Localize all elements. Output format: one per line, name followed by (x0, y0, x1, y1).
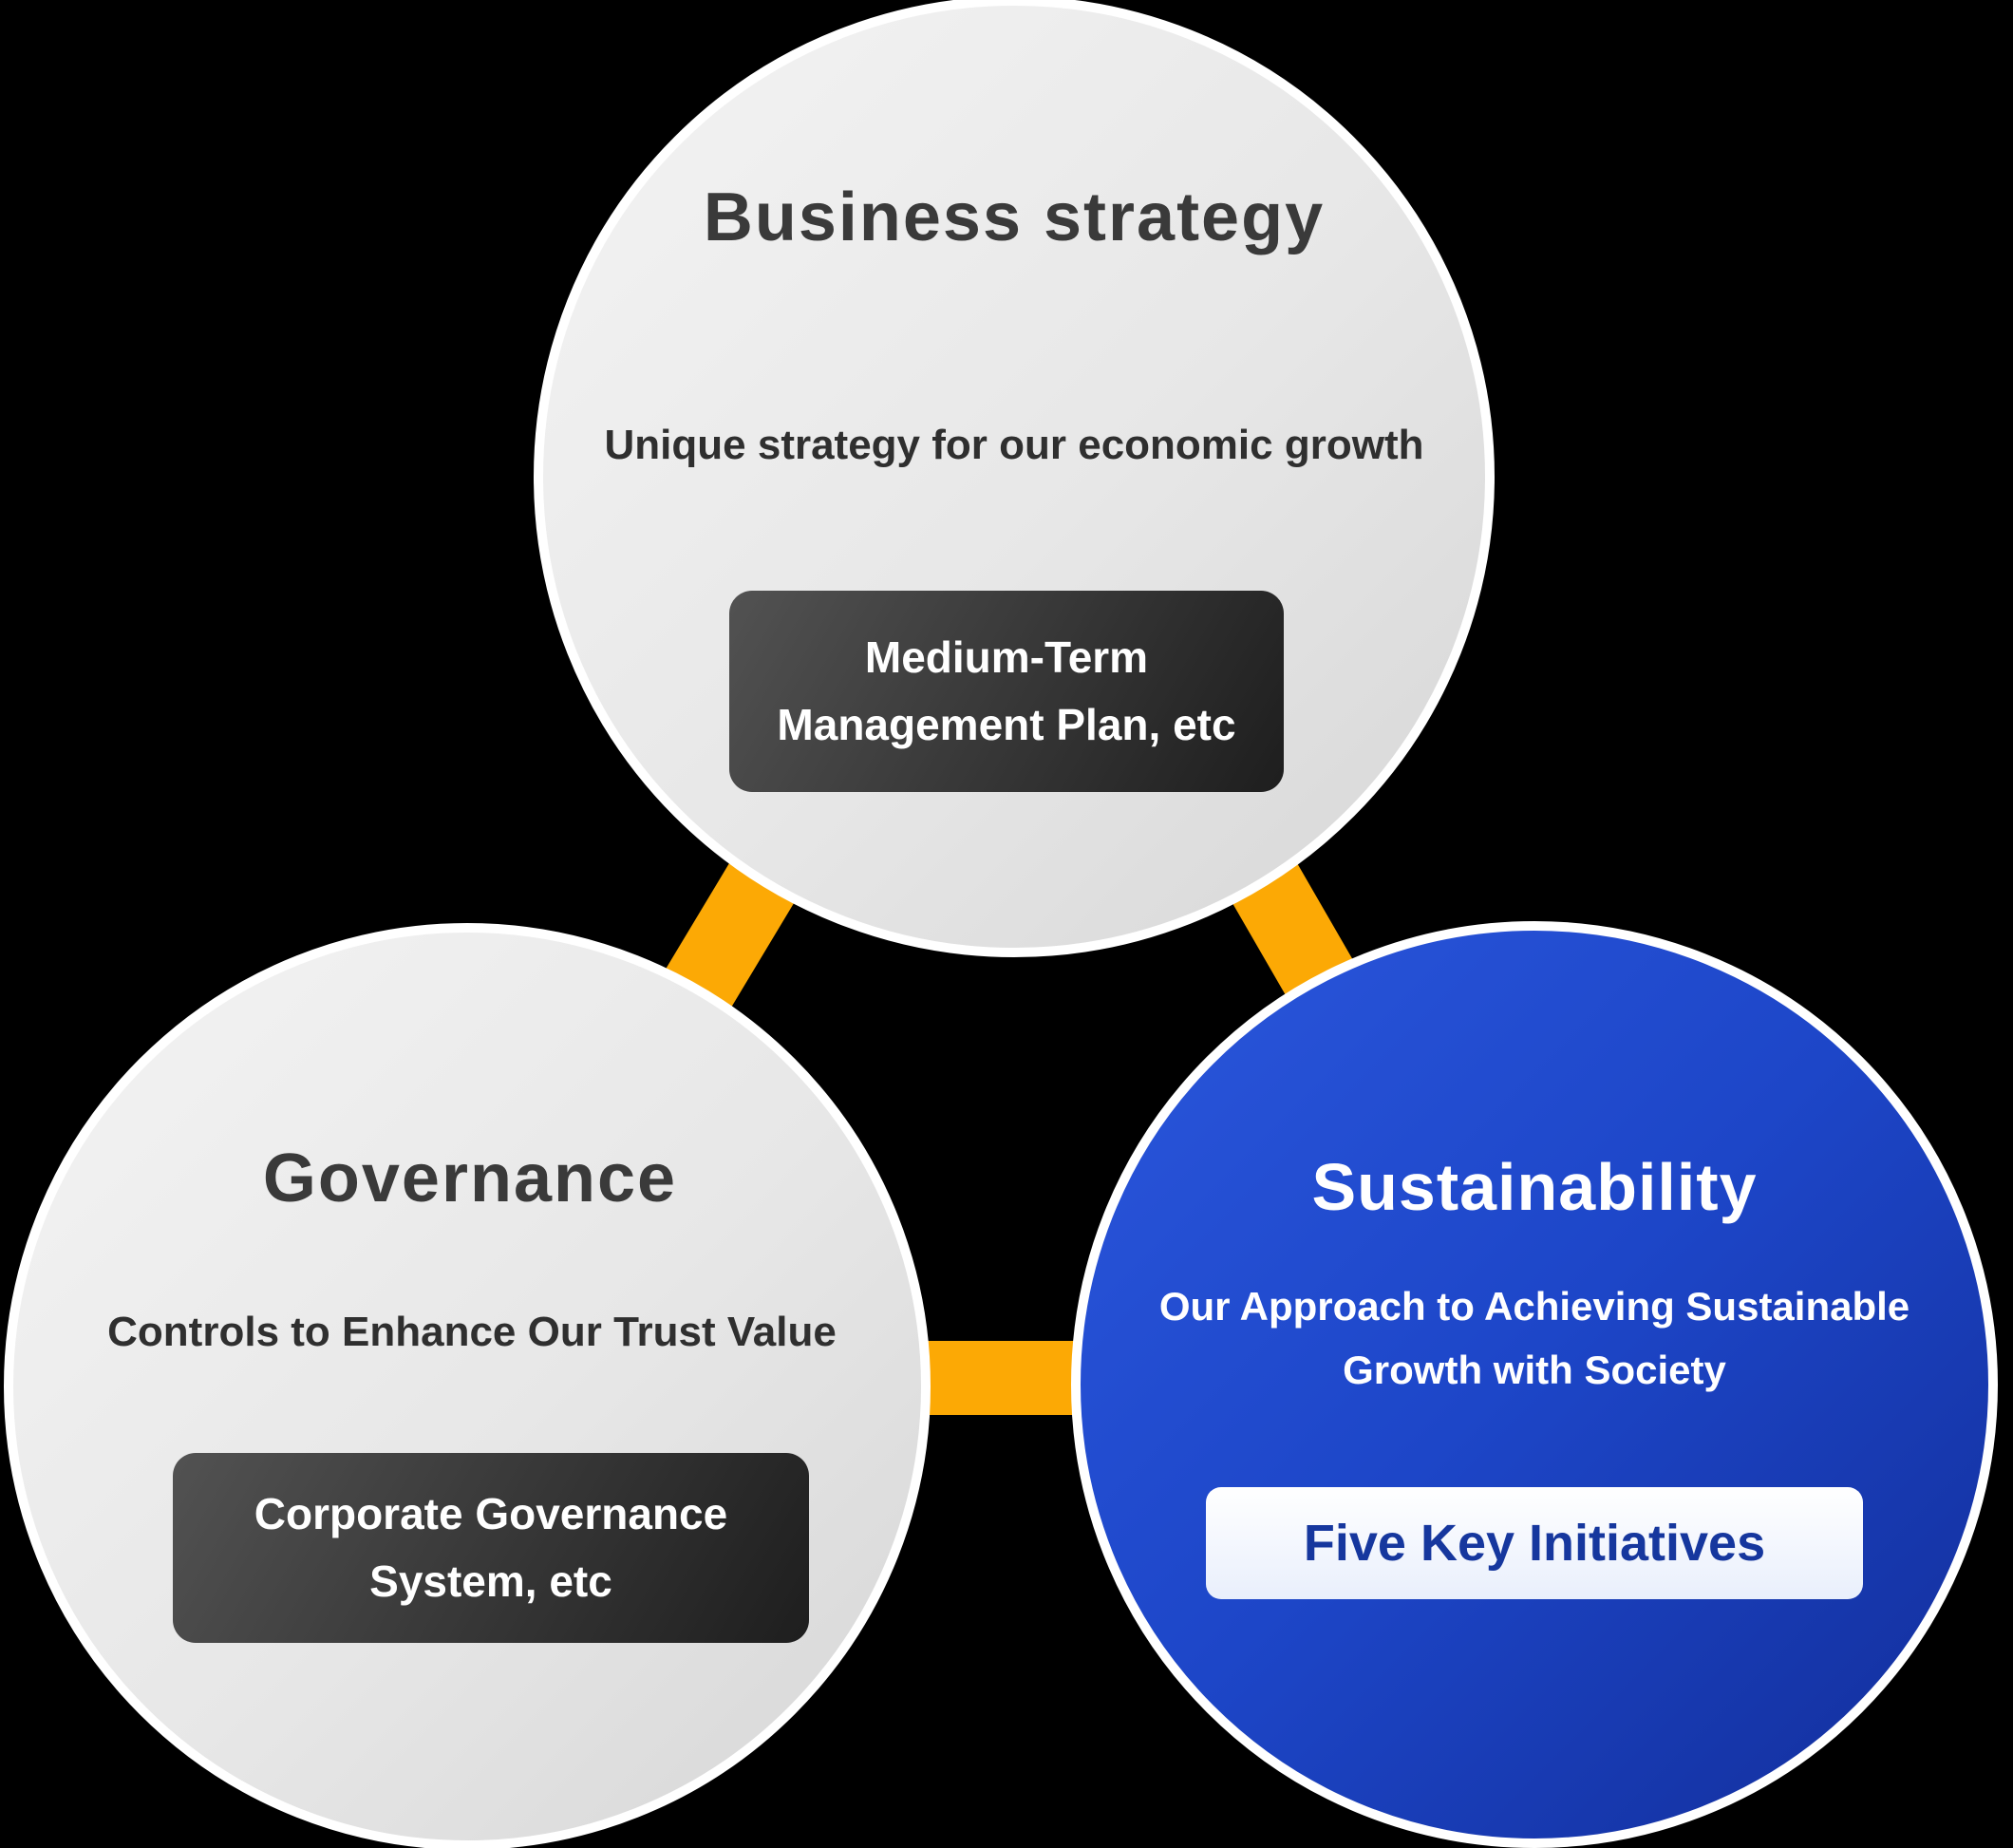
sustainability-circle (1071, 921, 1998, 1848)
corporate-governance-button-line1: Corporate Governance (254, 1488, 728, 1538)
sustainability-title: Sustainability (1311, 1150, 1758, 1224)
corporate-governance-button[interactable]: Corporate Governance System, etc (173, 1453, 809, 1643)
sustainability-subtitle-line2: Growth with Society (1343, 1348, 1726, 1393)
five-key-initiatives-button-label: Five Key Initiatives (1303, 1515, 1766, 1572)
medium-term-plan-button-line2: Management Plan, etc (777, 700, 1236, 749)
medium-term-plan-button[interactable]: Medium-Term Management Plan, etc (729, 591, 1284, 792)
business-strategy-title: Business strategy (703, 179, 1326, 255)
corporate-governance-button-line2: System, etc (369, 1556, 612, 1606)
sustainability-subtitle: Our Approach to Achieving Sustainable Gr… (1071, 1274, 1998, 1402)
sustainability-subtitle-line1: Our Approach to Achieving Sustainable (1158, 1284, 1910, 1329)
governance-title: Governance (262, 1141, 678, 1216)
governance-circle (4, 923, 931, 1848)
governance-subtitle: Controls to Enhance Our Trust Value (107, 1309, 837, 1355)
medium-term-plan-button-line1: Medium-Term (864, 632, 1149, 682)
five-key-initiatives-button[interactable]: Five Key Initiatives (1206, 1487, 1863, 1599)
business-strategy-subtitle: Unique strategy for our economic growth (604, 422, 1424, 468)
business-strategy-circle (534, 0, 1495, 957)
